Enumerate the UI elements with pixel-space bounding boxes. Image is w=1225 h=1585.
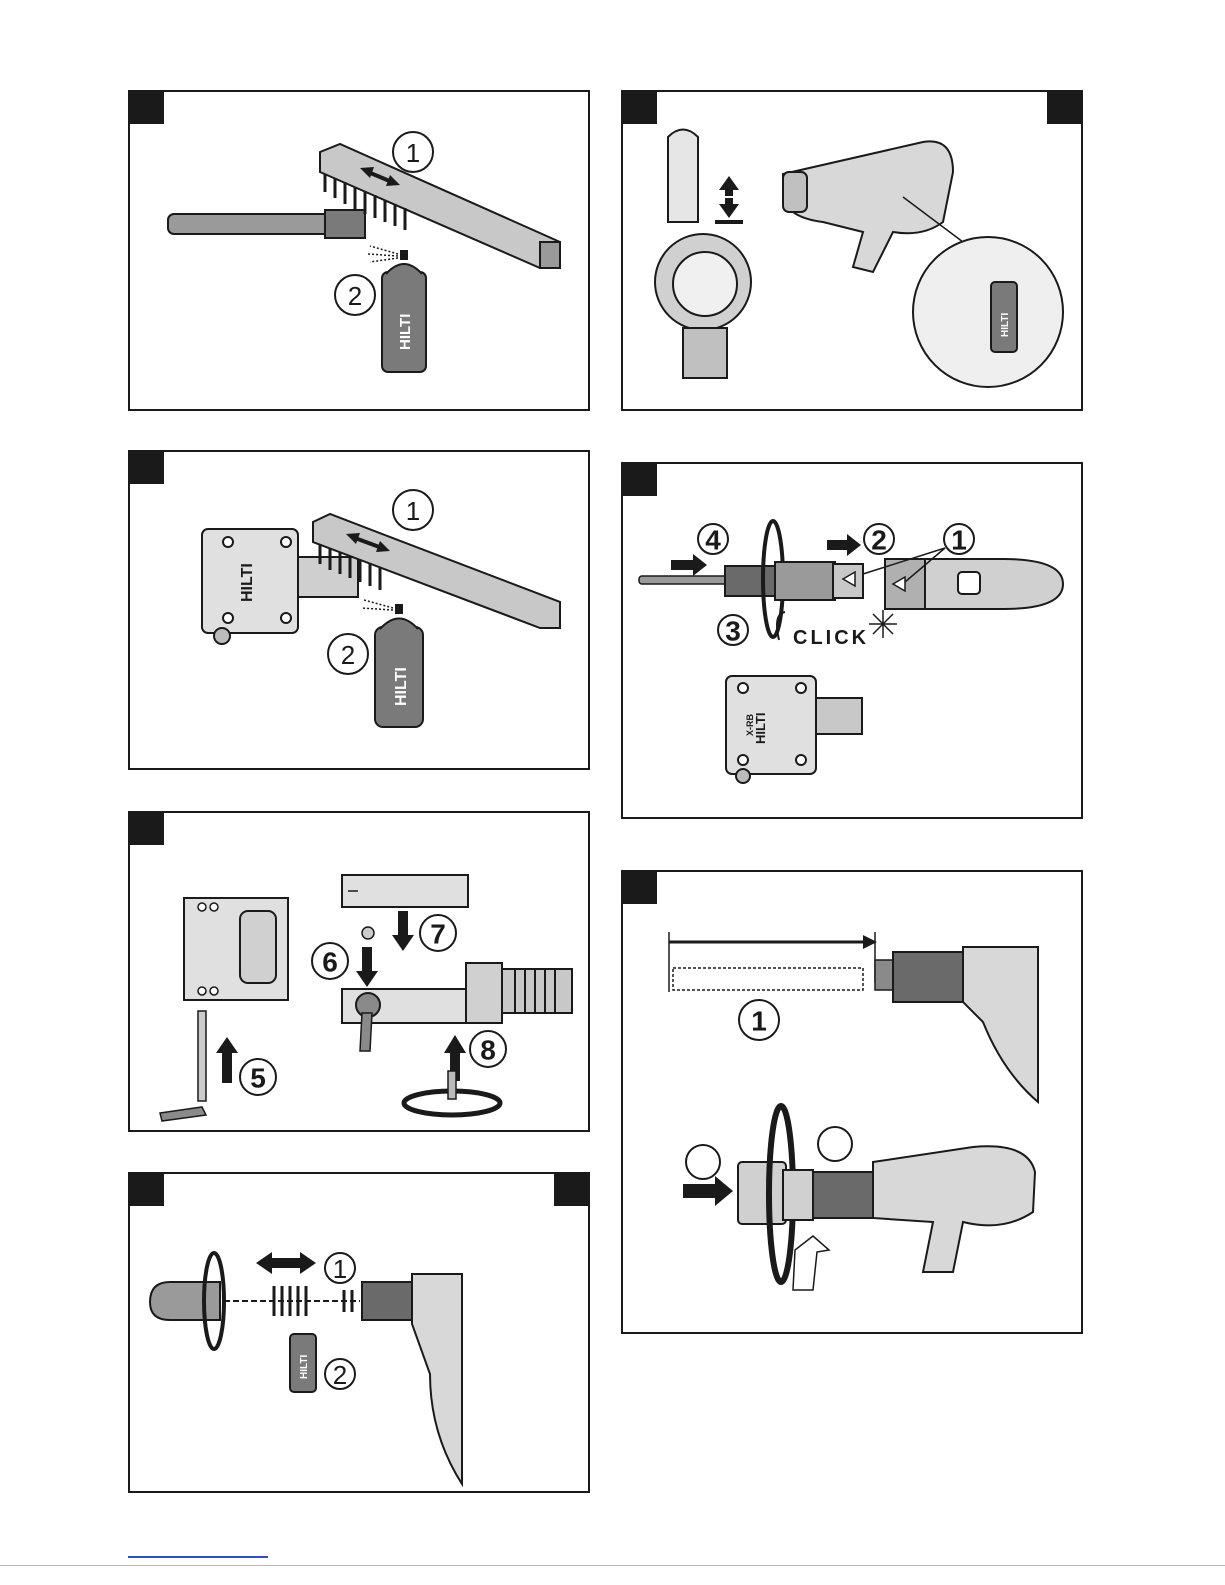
can-logo: HILTI	[299, 1355, 310, 1379]
illustration-piston-guide-brush: HILTI 1 HILTI 2	[130, 452, 592, 772]
push-arrow-icon	[671, 554, 707, 576]
step-number: 5	[250, 1063, 266, 1094]
click-label: CLICK	[793, 627, 869, 649]
step-marker-blank	[686, 1145, 720, 1179]
up-arrow-icon	[216, 1037, 238, 1083]
panel-disassemble-guide: 5 7 6 8	[128, 811, 590, 1132]
tool-body	[873, 1146, 1035, 1272]
panel-lubricate-tool: HILTI	[621, 90, 1083, 411]
panel-brush-cleaning-rod: 1 HILTI 2	[128, 90, 590, 411]
tool-body	[963, 947, 1038, 1102]
can-logo: HILTI	[393, 667, 410, 706]
footer-link-underline[interactable]	[128, 1556, 268, 1558]
illustration-piston-assembly: 4 2 1 3 CLICK HILTI X-RB	[623, 464, 1085, 821]
tool-head	[668, 130, 698, 223]
piston-guide	[738, 1162, 786, 1224]
push-arrow-icon	[827, 534, 861, 556]
piston-rod-outline	[673, 968, 863, 990]
spray-mist-icon	[368, 246, 398, 262]
step-number: 2	[341, 640, 355, 670]
footer-divider	[0, 1565, 1225, 1566]
panel-assemble-piston: 4 2 1 3 CLICK HILTI X-RB	[621, 462, 1083, 819]
guide-logo: HILTI	[753, 712, 768, 744]
screw	[448, 1071, 456, 1099]
step-number: 2	[333, 1360, 347, 1390]
illustration-tool-lubrication: HILTI	[623, 92, 1085, 413]
tool-body	[783, 141, 953, 272]
step-number: 7	[430, 919, 446, 950]
guide-pin	[198, 1011, 206, 1101]
double-arrow-icon	[256, 1252, 316, 1274]
step-number: 2	[348, 281, 362, 311]
illustration-brush-rod: 1 HILTI 2	[130, 92, 592, 413]
step-number: 1	[751, 1006, 767, 1037]
rotate-arrow-icon	[793, 1236, 829, 1290]
brush-handle	[150, 1282, 220, 1320]
illustration-bore-brush: 1 HILTI 2	[130, 1174, 592, 1495]
up-down-arrow-icon	[715, 176, 743, 224]
step-number: 4	[705, 525, 721, 556]
illustration-insert-into-tool: 1	[623, 872, 1085, 1336]
guide-logo: HILTI	[239, 563, 256, 602]
detail-zoom	[913, 237, 1063, 387]
step-number: 2	[871, 525, 887, 556]
panel-insert-guide-tool: 1	[621, 870, 1083, 1334]
step-marker-blank	[818, 1127, 852, 1161]
step-number: 1	[951, 525, 967, 556]
down-arrow-icon	[392, 911, 414, 951]
rod-collar	[325, 210, 365, 238]
tool-body	[412, 1274, 462, 1484]
piston-rod	[168, 214, 338, 234]
click-spark-icon	[869, 610, 897, 638]
step-number: 3	[725, 616, 741, 647]
brush-bristles	[274, 1286, 352, 1316]
piston-rod	[639, 576, 729, 584]
step-number: 1	[406, 496, 420, 526]
illustration-guide-disassembly: 5 7 6 8	[130, 813, 592, 1134]
panel-clean-bore: 1 HILTI 2	[128, 1172, 590, 1493]
step-number: 6	[322, 947, 338, 978]
spray-mist-icon	[362, 600, 393, 610]
step-number: 1	[333, 1254, 347, 1284]
down-arrow-icon	[356, 947, 378, 987]
guide-model: X-RB	[745, 714, 755, 736]
push-arrow-icon	[683, 1176, 733, 1206]
step-number: 1	[406, 138, 420, 168]
can-logo: HILTI	[397, 314, 414, 350]
can-logo: HILTI	[1000, 313, 1011, 337]
guide-cover	[342, 875, 468, 907]
step-number: 8	[480, 1035, 496, 1066]
panel-brush-piston-guide: HILTI 1 HILTI 2	[128, 450, 590, 770]
